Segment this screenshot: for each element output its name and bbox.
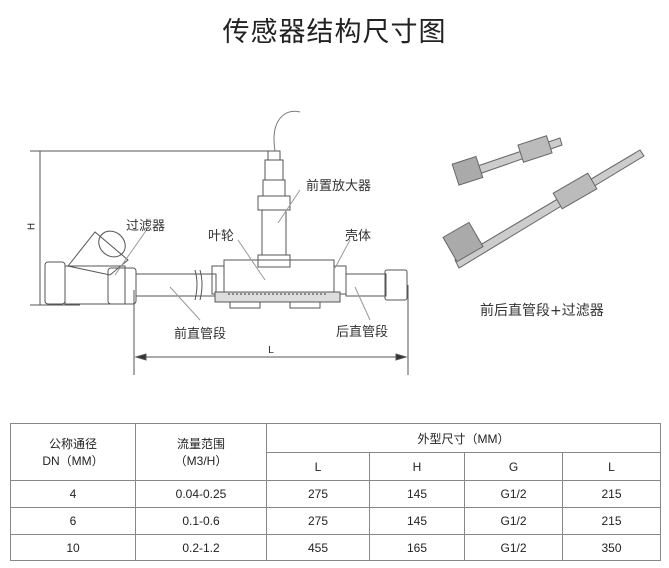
front-pipe-label: 前直管段 <box>174 327 227 342</box>
rear-pipe-drawing <box>345 273 387 297</box>
dimension-l-label: L <box>268 345 274 356</box>
header-h: H <box>369 452 465 481</box>
product-photo <box>442 135 645 269</box>
header-l: L <box>266 452 370 481</box>
table-subheader-row: L H G L <box>11 452 661 481</box>
cell: 0.04-0.25 <box>135 480 267 508</box>
header-g: G <box>464 452 563 481</box>
cell: 275 <box>266 480 370 508</box>
filter-label: 过滤器 <box>126 219 166 234</box>
dimension-arrows <box>134 353 408 361</box>
dimension-h-label: H <box>26 222 38 231</box>
amplifier-drawing <box>257 110 301 256</box>
page-title: 传感器结构尺寸图 <box>222 17 447 48</box>
rear-pipe-label: 后直管段 <box>336 325 389 340</box>
cell: G1/2 <box>464 480 563 508</box>
cell: 6 <box>10 507 136 535</box>
cell: 0.2-1.2 <box>135 534 267 561</box>
rear-fitting <box>384 269 408 301</box>
cell: 215 <box>562 480 661 508</box>
cell: 10 <box>10 534 136 561</box>
cell: 165 <box>369 534 465 561</box>
photo-caption: 前后直管段+过滤器 <box>480 303 604 319</box>
cell: 275 <box>266 507 370 535</box>
leader-lines <box>114 189 371 321</box>
cell: 4 <box>10 480 136 508</box>
cell: 350 <box>562 534 661 561</box>
cell: G1/2 <box>464 534 563 561</box>
housing-label: 壳体 <box>345 229 372 244</box>
break-mark <box>194 269 203 301</box>
amplifier-label: 前置放大器 <box>306 179 372 194</box>
front-pipe-drawing <box>135 273 217 297</box>
header-l2: L <box>562 452 661 481</box>
header-dims: 外型尺寸（MM） <box>266 423 661 453</box>
cell: 145 <box>369 480 465 508</box>
cell: G1/2 <box>464 507 563 535</box>
cell: 145 <box>369 507 465 535</box>
sensor-drawing <box>30 110 645 375</box>
housing-drawing <box>211 254 347 309</box>
cell: 215 <box>562 507 661 535</box>
cell: 455 <box>266 534 370 561</box>
impeller-label: 叶轮 <box>208 229 235 244</box>
header-flow: 流量范围（M3/H） <box>135 423 267 481</box>
cell: 0.1-0.6 <box>135 507 267 535</box>
